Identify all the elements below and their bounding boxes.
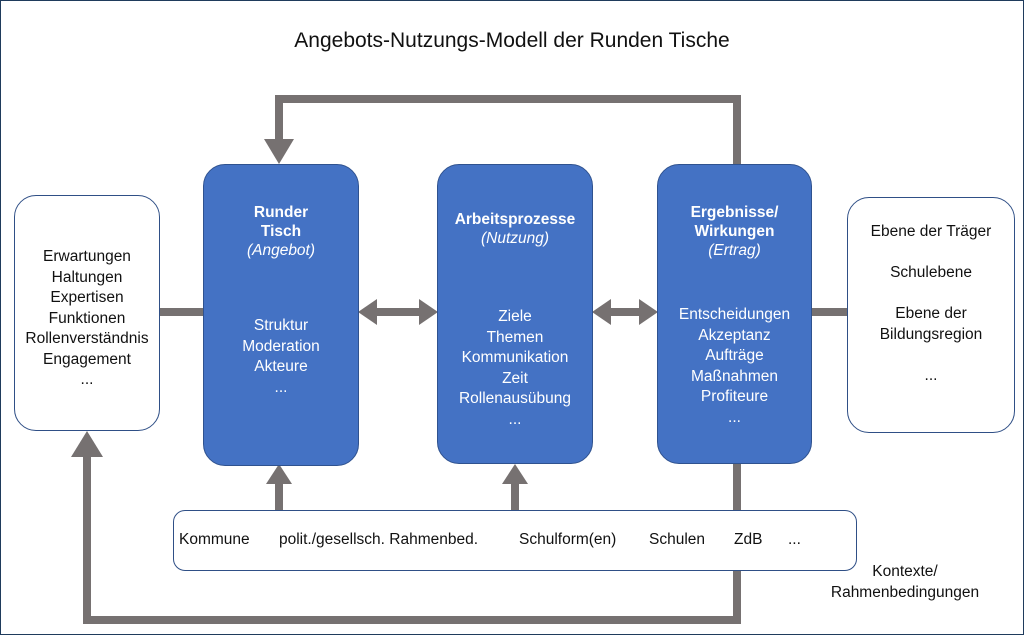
context-item: Schulform(en) <box>519 531 617 548</box>
runder-tisch-item: Struktur <box>253 317 309 334</box>
context-bar <box>173 510 857 571</box>
arrowhead-right-1 <box>592 299 611 325</box>
level-item: Bildungsregion <box>879 325 983 343</box>
diagram-title: Angebots-Nutzungs-Modell der Runden Tisc… <box>294 29 730 52</box>
expectation-item: ... <box>80 371 94 388</box>
arbeitsprozesse-item: Zeit <box>502 369 528 387</box>
context-item: polit./gesellsch. Rahmenbed. <box>279 531 479 548</box>
expectation-item: Erwartungen <box>43 248 131 265</box>
arbeitsprozesse-heading: Arbeitsprozesse <box>454 211 576 228</box>
ergebnisse-subtitle: (Ertrag) <box>708 242 761 259</box>
context-item: ... <box>788 531 801 548</box>
arbeitsprozesse-item: Kommunikation <box>461 349 569 366</box>
arrowhead-left-2 <box>419 299 438 325</box>
arbeitsprozesse-item: Ziele <box>498 308 532 325</box>
arrowhead-top-down <box>264 139 294 164</box>
levels-box: Ebene der Träger Schulebene Ebene der Bi… <box>847 197 1015 433</box>
context-arrowhead-1 <box>266 464 292 484</box>
expectation-item: Engagement <box>43 350 131 368</box>
runder-tisch-subtitle: (Angebot) <box>246 242 316 259</box>
level-item: Ebene der <box>895 305 967 322</box>
context-item: Schulen <box>649 531 706 548</box>
level-item: ... <box>924 366 938 384</box>
expectation-item: Expertisen <box>50 289 124 306</box>
feedback-loop-top <box>275 95 741 164</box>
runder-tisch-box: Runder Tisch (Angebot) Struktur Moderati… <box>203 164 359 466</box>
arrowhead-left-1 <box>358 299 377 325</box>
arbeitsprozesse-item: Rollenausübung <box>458 390 572 407</box>
arrowhead-right-2 <box>639 299 658 325</box>
ergebnisse-item: Akzeptanz <box>698 326 771 344</box>
arbeitsprozesse-box: Arbeitsprozesse (Nutzung) Ziele Themen K… <box>437 164 593 464</box>
expectation-item: Funktionen <box>48 309 126 327</box>
arbeitsprozesse-item: Themen <box>486 328 544 346</box>
arbeitsprozesse-subtitle: (Nutzung) <box>480 230 550 247</box>
expectation-item: Rollenverständnis <box>25 330 149 347</box>
level-spacer <box>848 345 1014 366</box>
ergebnisse-heading: Ergebnisse/ <box>690 204 779 221</box>
runder-tisch-item: Akteure <box>254 358 308 375</box>
ergebnisse-item: Profiteure <box>700 388 769 405</box>
ergebnisse-item: ... <box>728 408 741 426</box>
expectations-box: Erwartungen Haltungen Expertisen Funktio… <box>14 195 160 431</box>
context-label-line: Kontexte/ <box>872 563 938 580</box>
runder-tisch-item: ... <box>274 378 288 396</box>
arrowhead-bottom-up <box>71 431 103 457</box>
context-item: Kommune <box>179 531 250 548</box>
runder-tisch-item: Moderation <box>242 337 320 355</box>
ergebnisse-item: Aufträge <box>705 347 764 364</box>
level-spacer <box>848 284 1014 305</box>
arbeitsprozesse-item: ... <box>508 410 522 428</box>
ergebnisse-heading: Wirkungen <box>694 223 775 240</box>
runder-tisch-heading: Tisch <box>260 223 302 240</box>
ergebnisse-item: Entscheidungen <box>678 306 791 323</box>
context-label: Kontexte/ Rahmenbedingungen <box>813 561 997 603</box>
context-item: ZdB <box>734 531 763 548</box>
expectation-item: Haltungen <box>51 268 123 286</box>
level-item: Ebene der Träger <box>870 223 992 240</box>
level-item: Schulebene <box>890 264 972 281</box>
context-label-line: Rahmenbedingungen <box>830 584 980 601</box>
runder-tisch-heading: Runder <box>253 204 309 221</box>
level-spacer <box>848 243 1014 264</box>
ergebnisse-item: Maßnahmen <box>690 367 778 385</box>
ergebnisse-box: Ergebnisse/ Wirkungen (Ertrag) Entscheid… <box>657 164 812 464</box>
context-arrowhead-2 <box>502 464 528 484</box>
